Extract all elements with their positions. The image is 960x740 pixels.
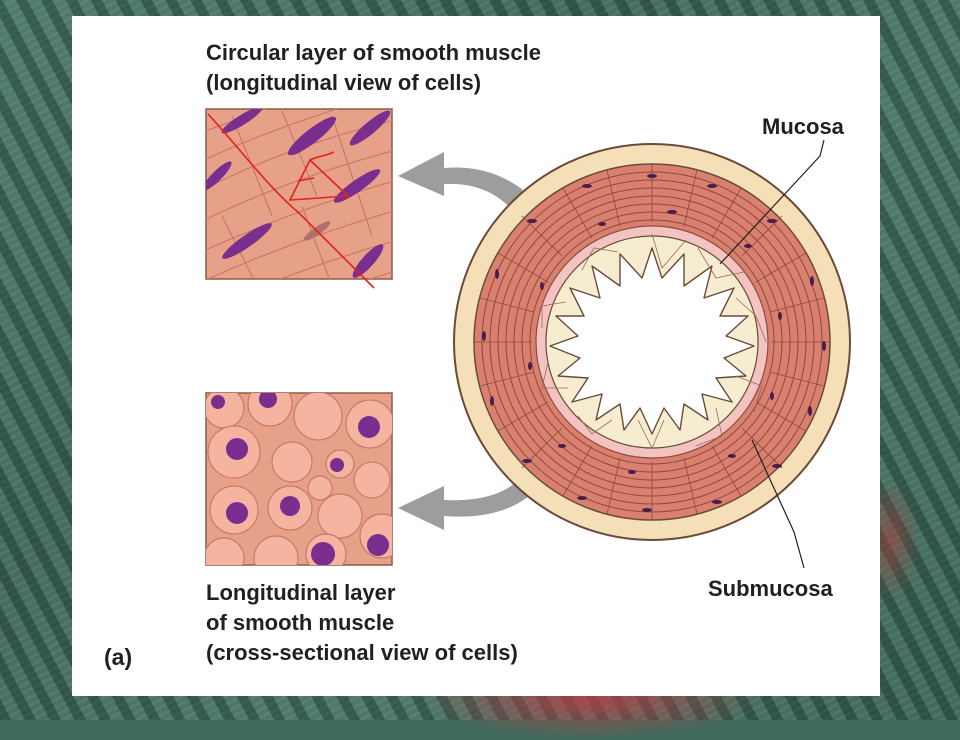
- circular-layer-label: Circular layer of smooth muscle (longitu…: [206, 38, 541, 98]
- mucosa-leader-line: [719, 139, 825, 265]
- longitudinal-layer-label: Longitudinal layer of smooth muscle (cro…: [206, 578, 518, 668]
- circular-layer-label-line2: (longitudinal view of cells): [206, 70, 482, 95]
- figure-panel: Circular layer of smooth muscle (longitu…: [72, 16, 880, 696]
- submucosa-label: Submucosa: [708, 576, 833, 601]
- longitudinal-layer-label-line1: Longitudinal layer: [206, 580, 396, 605]
- red-annotation-scribble: [207, 113, 375, 289]
- longitudinal-layer-tissue-box: [205, 392, 393, 566]
- longitudinal-layer-label-line3: (cross-sectional view of cells): [206, 640, 518, 665]
- fold-outlines: [541, 233, 767, 449]
- muscle-nuclei: [482, 174, 826, 512]
- mucosa-label: Mucosa: [762, 114, 844, 139]
- spindle-cells: [206, 109, 392, 279]
- arrow-to-bottom-box: [398, 468, 546, 530]
- lumen: [549, 247, 755, 435]
- figure-letter: (a): [104, 644, 133, 670]
- arrow-to-top-box: [398, 152, 548, 230]
- circular-layer-label-line1: Circular layer of smooth muscle: [206, 40, 541, 65]
- organ-cross-section: [453, 143, 851, 541]
- circular-layer-tissue-box: [205, 108, 393, 280]
- round-cells: [206, 393, 392, 565]
- diagram-svg: [205, 108, 851, 569]
- radial-texture: [474, 164, 830, 520]
- submucosa-leader-line: [751, 439, 805, 569]
- longitudinal-layer-label-line2: of smooth muscle: [206, 610, 395, 635]
